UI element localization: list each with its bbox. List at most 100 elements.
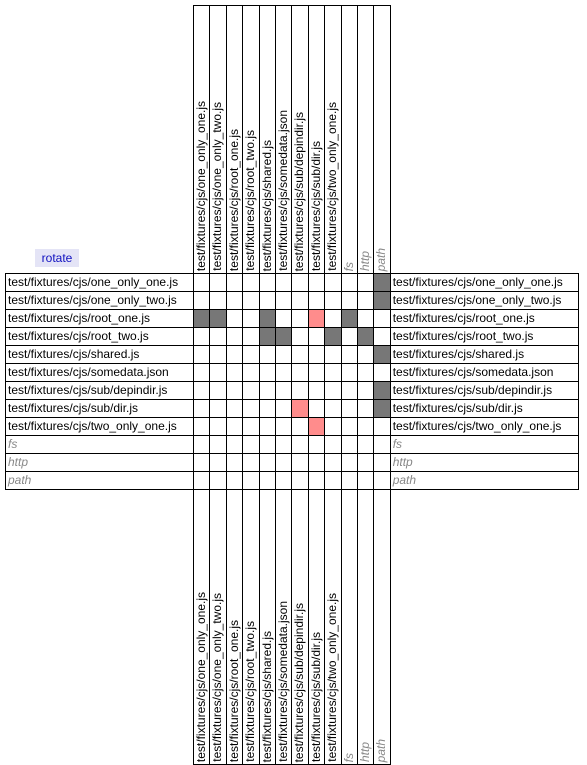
cyclic-dependency-cell[interactable]	[307, 309, 326, 328]
row-label-left[interactable]: fs	[5, 435, 194, 454]
row-label-right[interactable]: test/fixtures/cjs/root_two.js	[389, 327, 579, 346]
row-label-right[interactable]: test/fixtures/cjs/one_only_two.js	[389, 291, 579, 310]
matrix-cell[interactable]	[242, 273, 260, 292]
column-header-top-test-fixtures-cjs-one-only-one-js[interactable]: test/fixtures/cjs/one_only_one.js	[192, 5, 211, 274]
matrix-cell[interactable]	[209, 327, 227, 346]
matrix-cell[interactable]	[225, 273, 244, 292]
matrix-cell[interactable]	[225, 345, 244, 364]
matrix-cell[interactable]	[324, 309, 342, 328]
cyclic-dependency-cell[interactable]	[307, 417, 326, 436]
matrix-cell[interactable]	[340, 273, 358, 292]
matrix-cell[interactable]	[225, 291, 244, 310]
matrix-cell[interactable]	[291, 435, 309, 454]
column-header-top-test-fixtures-cjs-root-two-js[interactable]: test/fixtures/cjs/root_two.js	[242, 5, 260, 274]
matrix-cell[interactable]	[324, 471, 342, 490]
matrix-cell[interactable]	[225, 399, 244, 418]
cyclic-dependency-cell[interactable]	[291, 399, 309, 418]
matrix-cell[interactable]	[258, 417, 276, 436]
matrix-cell[interactable]	[274, 381, 293, 400]
matrix-cell[interactable]	[291, 417, 309, 436]
row-label-right[interactable]: test/fixtures/cjs/sub/dir.js	[389, 399, 579, 418]
matrix-cell[interactable]	[225, 417, 244, 436]
matrix-cell[interactable]	[242, 417, 260, 436]
matrix-cell[interactable]	[340, 327, 358, 346]
matrix-cell[interactable]	[324, 381, 342, 400]
matrix-cell[interactable]	[291, 381, 309, 400]
matrix-cell[interactable]	[356, 291, 375, 310]
matrix-cell[interactable]	[307, 453, 326, 472]
matrix-cell[interactable]	[209, 273, 227, 292]
matrix-cell[interactable]	[258, 435, 276, 454]
matrix-cell[interactable]	[258, 363, 276, 382]
matrix-cell[interactable]	[274, 309, 293, 328]
matrix-cell[interactable]	[242, 471, 260, 490]
column-header-top-test-fixtures-cjs-somedata-json[interactable]: test/fixtures/cjs/somedata.json	[274, 5, 293, 274]
matrix-cell[interactable]	[291, 345, 309, 364]
column-header-bottom-test-fixtures-cjs-root-one-js[interactable]: test/fixtures/cjs/root_one.js	[225, 489, 244, 765]
row-label-left[interactable]: test/fixtures/cjs/root_one.js	[5, 309, 194, 328]
matrix-cell[interactable]	[192, 273, 211, 292]
row-label-left[interactable]: test/fixtures/cjs/one_only_one.js	[5, 273, 194, 292]
column-header-bottom-test-fixtures-cjs-sub-dir-js[interactable]: test/fixtures/cjs/sub/dir.js	[307, 489, 326, 765]
matrix-cell[interactable]	[274, 363, 293, 382]
matrix-cell[interactable]	[242, 381, 260, 400]
matrix-cell[interactable]	[258, 345, 276, 364]
matrix-cell[interactable]	[258, 471, 276, 490]
matrix-cell[interactable]	[192, 363, 211, 382]
matrix-cell[interactable]	[258, 453, 276, 472]
matrix-cell[interactable]	[340, 417, 358, 436]
matrix-cell[interactable]	[192, 471, 211, 490]
rotate-button[interactable]: rotate	[35, 249, 79, 267]
column-header-bottom-path[interactable]: path	[373, 489, 391, 765]
matrix-cell[interactable]	[324, 291, 342, 310]
matrix-cell[interactable]	[225, 453, 244, 472]
dependency-cell[interactable]	[373, 273, 391, 292]
row-label-right[interactable]: fs	[389, 435, 579, 454]
row-label-left[interactable]: path	[5, 471, 194, 490]
matrix-cell[interactable]	[291, 327, 309, 346]
row-label-right[interactable]: test/fixtures/cjs/root_one.js	[389, 309, 579, 328]
row-label-left[interactable]: test/fixtures/cjs/one_only_two.js	[5, 291, 194, 310]
matrix-cell[interactable]	[307, 381, 326, 400]
matrix-cell[interactable]	[209, 399, 227, 418]
matrix-cell[interactable]	[356, 309, 375, 328]
matrix-cell[interactable]	[209, 453, 227, 472]
matrix-cell[interactable]	[242, 453, 260, 472]
column-header-top-test-fixtures-cjs-two-only-one-js[interactable]: test/fixtures/cjs/two_only_one.js	[324, 5, 342, 274]
matrix-cell[interactable]	[192, 435, 211, 454]
matrix-cell[interactable]	[291, 291, 309, 310]
matrix-cell[interactable]	[373, 309, 391, 328]
row-label-left[interactable]: test/fixtures/cjs/shared.js	[5, 345, 194, 364]
column-header-top-path[interactable]: path	[373, 5, 391, 274]
matrix-cell[interactable]	[225, 363, 244, 382]
matrix-cell[interactable]	[242, 309, 260, 328]
matrix-cell[interactable]	[192, 417, 211, 436]
matrix-cell[interactable]	[209, 291, 227, 310]
matrix-cell[interactable]	[356, 345, 375, 364]
matrix-cell[interactable]	[274, 435, 293, 454]
matrix-cell[interactable]	[307, 273, 326, 292]
row-label-left[interactable]: test/fixtures/cjs/sub/dir.js	[5, 399, 194, 418]
matrix-cell[interactable]	[324, 453, 342, 472]
dependency-cell[interactable]	[373, 291, 391, 310]
matrix-cell[interactable]	[209, 417, 227, 436]
matrix-cell[interactable]	[192, 399, 211, 418]
matrix-cell[interactable]	[258, 381, 276, 400]
matrix-cell[interactable]	[225, 327, 244, 346]
row-label-left[interactable]: test/fixtures/cjs/somedata.json	[5, 363, 194, 382]
matrix-cell[interactable]	[356, 381, 375, 400]
matrix-cell[interactable]	[258, 399, 276, 418]
matrix-cell[interactable]	[356, 417, 375, 436]
row-label-right[interactable]: path	[389, 471, 579, 490]
column-header-top-test-fixtures-cjs-one-only-two-js[interactable]: test/fixtures/cjs/one_only_two.js	[209, 5, 227, 274]
matrix-cell[interactable]	[209, 345, 227, 364]
column-header-bottom-test-fixtures-cjs-shared-js[interactable]: test/fixtures/cjs/shared.js	[258, 489, 276, 765]
dependency-cell[interactable]	[192, 309, 211, 328]
matrix-cell[interactable]	[242, 345, 260, 364]
matrix-cell[interactable]	[225, 381, 244, 400]
dependency-cell[interactable]	[209, 309, 227, 328]
matrix-cell[interactable]	[274, 273, 293, 292]
matrix-cell[interactable]	[209, 381, 227, 400]
matrix-cell[interactable]	[373, 363, 391, 382]
matrix-cell[interactable]	[307, 327, 326, 346]
